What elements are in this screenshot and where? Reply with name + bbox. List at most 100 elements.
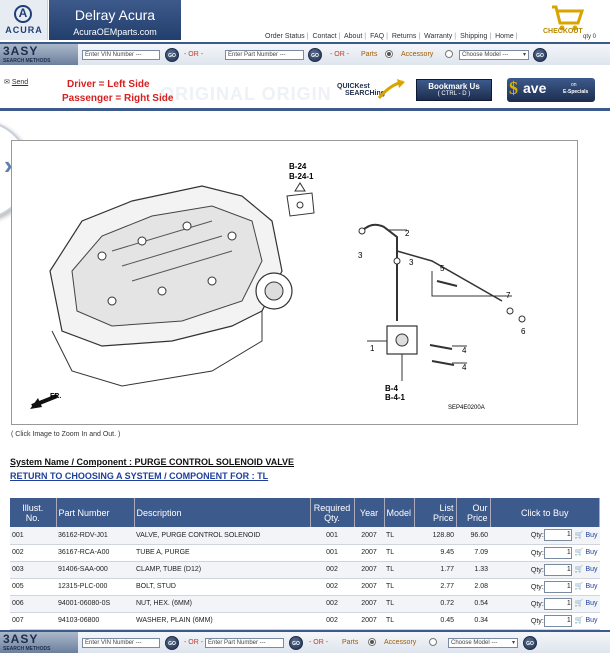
- label-b4-1: B-4-1: [385, 393, 406, 402]
- qty-input[interactable]: 1: [543, 529, 572, 542]
- table-row: 001 36162-RDV-J01 VALVE, PURGE CONTROL S…: [10, 527, 600, 545]
- logo-text: ACURA: [5, 25, 43, 35]
- col-year: Year: [354, 498, 385, 527]
- label-2: 2: [405, 229, 410, 238]
- vin-input[interactable]: Enter VIN Number ---: [82, 50, 160, 60]
- table-row: 005 12315-PLC-000 BOLT, STUD 002 2007 TL…: [10, 578, 600, 596]
- label-4a: 4: [462, 346, 467, 355]
- cart-icon: 🛒: [574, 532, 584, 540]
- label-3b: 3: [409, 258, 414, 267]
- qty-input[interactable]: 1: [543, 614, 572, 627]
- buy-button[interactable]: 🛒 Buy: [574, 600, 598, 608]
- store-url: AcuraOEMparts.com: [73, 27, 157, 37]
- model-select[interactable]: Choose Model ---▾: [459, 50, 529, 60]
- passenger-note: Passenger = Right Side: [62, 93, 174, 104]
- buy-button[interactable]: 🛒 Buy: [574, 566, 598, 574]
- easy-search-badge: 3ASY SEARCH METHODS: [0, 632, 78, 653]
- table-row: 002 36167-RCA-A00 TUBE A, PURGE 001 2007…: [10, 544, 600, 562]
- diagram-code: SEP4E0200A: [448, 405, 485, 411]
- vin-input[interactable]: Enter VIN Number ---: [82, 638, 160, 648]
- checkout-label[interactable]: CHECKOUT: [543, 28, 583, 35]
- search-bar-top: 3ASY SEARCH METHODS Enter VIN Number ---…: [0, 42, 610, 65]
- watermark: ORIGINAL ORIGIN: [160, 84, 332, 104]
- label-3a: 3: [358, 251, 363, 260]
- buy-button[interactable]: 🛒 Buy: [574, 583, 598, 591]
- cart-icon: 🛒: [574, 600, 584, 608]
- vin-go-button[interactable]: GO: [165, 636, 179, 650]
- label-4b: 4: [462, 363, 467, 372]
- table-header: Illust.No. Part Number Description Requi…: [10, 498, 600, 527]
- parts-diagram[interactable]: B-24 B-24-1 2 3 3 5 7 6 1 4 4 B-4 B-4-1 …: [11, 140, 578, 425]
- qty-input[interactable]: 1: [543, 580, 572, 593]
- accessory-radio[interactable]: [445, 50, 453, 58]
- link-shipping[interactable]: Shipping: [460, 33, 488, 40]
- part-number-input[interactable]: Enter Part Number ---: [205, 638, 284, 648]
- link-home[interactable]: Home: [495, 33, 514, 40]
- quickest-searching-banner[interactable]: QUICKest SEARCHing: [337, 78, 407, 102]
- link-faq[interactable]: FAQ: [370, 33, 385, 40]
- table-row: 003 91406-SAA-000 CLAMP, TUBE (D12) 002 …: [10, 561, 600, 579]
- parts-diagram-drawing: B-24 B-24-1 2 3 3 5 7 6 1 4 4 B-4 B-4-1 …: [30, 162, 526, 411]
- chevron-right-icon[interactable]: ›: [4, 150, 13, 180]
- zoom-note: ( Click Image to Zoom In and Out. ): [11, 431, 121, 438]
- buy-button[interactable]: 🛒 Buy: [574, 549, 598, 557]
- label-5: 5: [440, 264, 445, 273]
- arrow-icon: [377, 79, 405, 99]
- return-link[interactable]: RETURN TO CHOOSING A SYSTEM / COMPONENT …: [10, 471, 269, 481]
- table-row: 006 94001-06080-0S NUT, HEX. (6MM) 002 2…: [10, 595, 600, 613]
- accessory-radio[interactable]: [429, 638, 437, 646]
- cart-icon: 🛒: [574, 617, 584, 625]
- bookmark-button[interactable]: Bookmark Us ( CTRL - D ): [416, 79, 492, 101]
- col-click-to-buy: Click to Buy: [490, 498, 600, 527]
- label-b4: B-4: [385, 384, 398, 393]
- checkout-cart-icon[interactable]: [542, 1, 586, 37]
- part-go-button[interactable]: GO: [289, 636, 303, 650]
- label-6: 6: [521, 327, 526, 336]
- cart-icon: 🛒: [574, 566, 584, 574]
- label-7: 7: [506, 291, 511, 300]
- dollar-icon: $: [509, 78, 518, 98]
- qty-input[interactable]: 1: [543, 563, 572, 576]
- qty-input[interactable]: 1: [543, 597, 572, 610]
- send-link[interactable]: ✉ Send: [4, 79, 29, 86]
- store-name: Delray Acura: [74, 7, 156, 23]
- model-go-button[interactable]: GO: [523, 636, 537, 650]
- qty-input[interactable]: 1: [543, 546, 572, 559]
- acura-logo[interactable]: A ACURA: [0, 0, 48, 40]
- parts-radio[interactable]: [368, 638, 376, 646]
- part-go-button[interactable]: GO: [308, 48, 322, 62]
- parts-table: Illust.No. Part Number Description Requi…: [10, 498, 600, 630]
- label-b24-1: B-24-1: [289, 172, 314, 181]
- link-returns[interactable]: Returns: [391, 33, 417, 40]
- cart-qty: qty 0: [583, 34, 597, 40]
- divider: [0, 108, 610, 111]
- store-brand[interactable]: Delray Acura AcuraOEMparts.com: [49, 0, 181, 40]
- search-bar-bottom: 3ASY SEARCH METHODS Enter VIN Number ---…: [0, 630, 610, 653]
- save-especials-banner[interactable]: $ ave on E-Specials: [507, 78, 595, 102]
- acura-logo-icon: [14, 5, 32, 23]
- buy-button[interactable]: 🛒 Buy: [574, 617, 598, 625]
- top-nav-links: Order Status| Contact| About| FAQ| Retur…: [265, 33, 518, 40]
- model-go-button[interactable]: GO: [533, 48, 547, 62]
- vin-go-button[interactable]: GO: [165, 48, 179, 62]
- driver-note: Driver = Left Side: [67, 79, 150, 90]
- col-illus: Illust.No.: [10, 498, 57, 527]
- system-title: System Name / Component : PURGE CONTROL …: [10, 457, 295, 467]
- link-warranty[interactable]: Warranty: [424, 33, 453, 40]
- cart-icon: 🛒: [574, 549, 584, 557]
- link-contact[interactable]: Contact: [312, 33, 337, 40]
- col-part-number: Part Number: [56, 498, 135, 527]
- part-number-input[interactable]: Enter Part Number ---: [225, 50, 304, 60]
- label-b24: B-24: [289, 162, 307, 171]
- link-order-status[interactable]: Order Status: [265, 33, 305, 40]
- buy-button[interactable]: 🛒 Buy: [574, 532, 598, 540]
- link-about[interactable]: About: [343, 33, 363, 40]
- parts-radio[interactable]: [385, 50, 393, 58]
- col-model: Model: [384, 498, 415, 527]
- label-fr: FR.: [50, 393, 61, 400]
- label-1: 1: [370, 344, 375, 353]
- model-select[interactable]: Choose Model ---▾: [448, 638, 518, 648]
- easy-search-badge: 3ASY SEARCH METHODS: [0, 44, 78, 65]
